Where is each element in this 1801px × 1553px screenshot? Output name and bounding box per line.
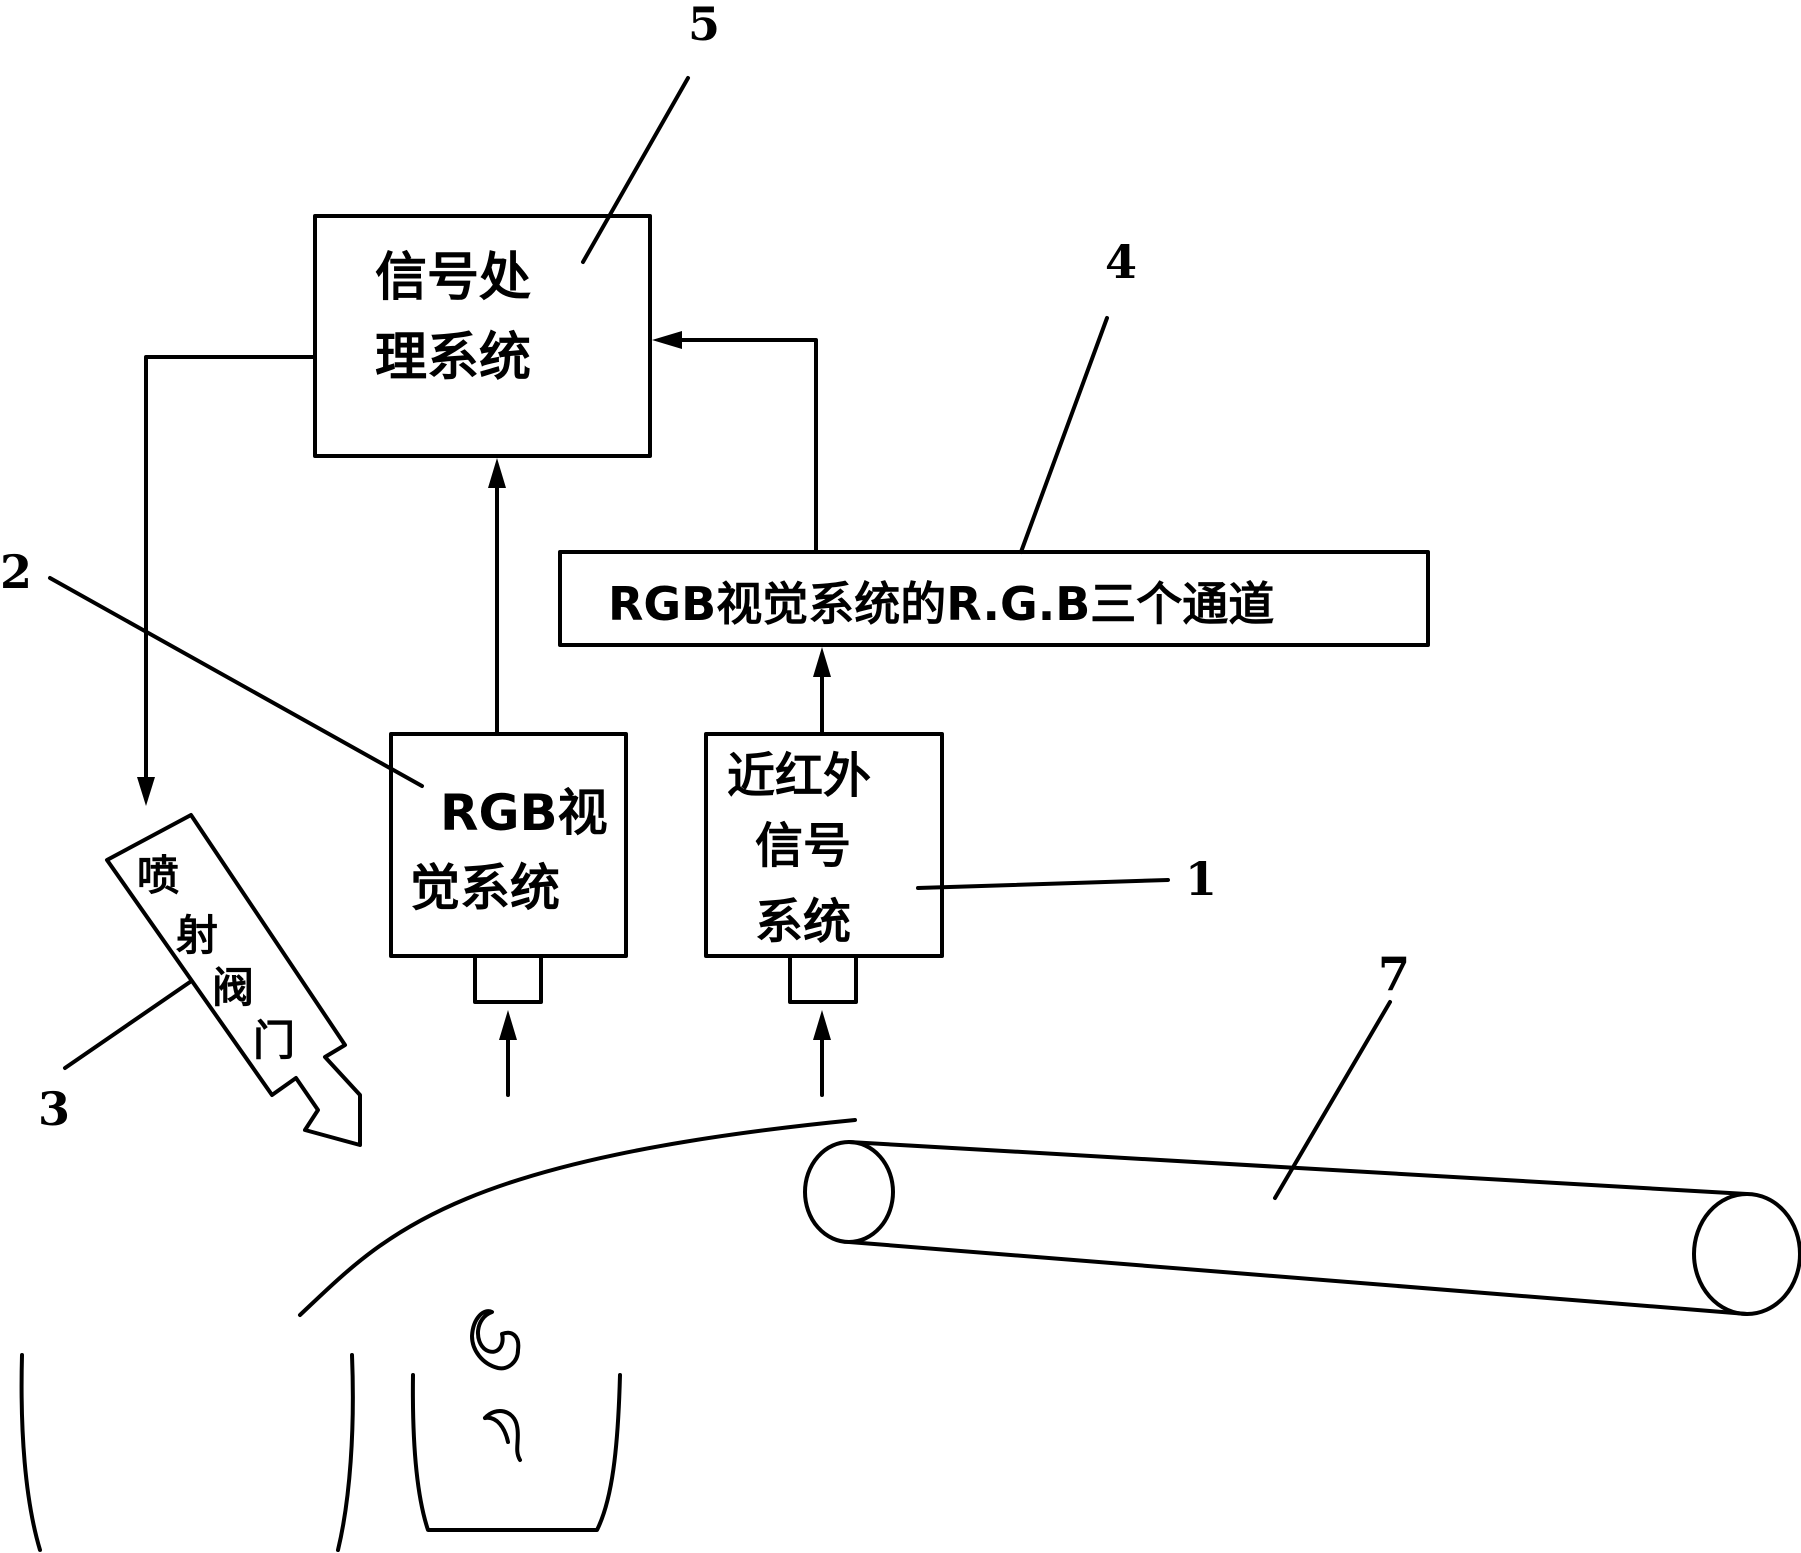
nir-camera-lens bbox=[788, 954, 858, 1004]
reject-bin bbox=[19, 1353, 42, 1552]
rgb-camera-lens bbox=[473, 954, 543, 1004]
processor-to-valve-line bbox=[144, 355, 317, 782]
callout-5-leader bbox=[581, 76, 690, 264]
rgb-channels-label: RGB视觉系统的R.G.B三个通道 bbox=[608, 577, 1274, 631]
rgb-vision-label-line1: RGB视 bbox=[440, 784, 608, 842]
rgb-input-arrowhead bbox=[499, 1010, 517, 1040]
accept-bin bbox=[410, 1373, 622, 1532]
reject-bin-right-wall bbox=[336, 1353, 355, 1552]
signal-processing-box bbox=[313, 214, 652, 458]
callout-7-number: 7 bbox=[1378, 947, 1410, 1001]
conveyor-rear-roller bbox=[1692, 1192, 1801, 1316]
ejector-valve-char1: 喷 bbox=[137, 851, 179, 900]
seed-icon-lower bbox=[483, 1409, 522, 1462]
conveyor-belt-top bbox=[847, 1140, 1749, 1196]
processor-to-valve-arrowhead bbox=[137, 777, 155, 806]
callout-2-leader bbox=[48, 576, 424, 788]
callout-5-number: 5 bbox=[688, 0, 720, 51]
signal-processing-label-line2: 理系统 bbox=[375, 328, 531, 388]
rgb-to-processor-arrowhead bbox=[488, 458, 506, 488]
callout-7-leader bbox=[1273, 1000, 1392, 1200]
rgb-vision-label-line2: 觉系统 bbox=[410, 859, 560, 917]
rgb-vision-box bbox=[389, 732, 628, 958]
signal-processing-label-line1: 信号处 bbox=[375, 248, 531, 308]
nir-input-arrowhead bbox=[813, 1010, 831, 1040]
callout-3-number: 3 bbox=[38, 1082, 70, 1136]
nir-to-channels-arrowhead bbox=[813, 647, 831, 677]
callout-3-leader bbox=[63, 980, 192, 1070]
callout-1-leader bbox=[916, 878, 1170, 890]
channels-to-processor-line bbox=[674, 338, 818, 554]
callout-4-leader bbox=[1019, 316, 1109, 554]
conveyor-front-roller bbox=[803, 1140, 895, 1244]
callout-4-number: 4 bbox=[1105, 235, 1137, 289]
rgb-channels-box bbox=[558, 550, 1430, 647]
ejector-valve-char4: 门 bbox=[253, 1016, 295, 1065]
seed-icon-upper bbox=[470, 1309, 521, 1371]
channels-to-processor-arrowhead bbox=[652, 331, 682, 349]
nir-system-label-line3: 系统 bbox=[755, 894, 851, 950]
callout-2-number: 2 bbox=[0, 545, 32, 599]
material-trajectory-curve bbox=[298, 1118, 857, 1317]
conveyor-belt-bottom bbox=[847, 1240, 1749, 1316]
nir-system-label-line2: 信号 bbox=[755, 818, 851, 874]
ejector-valve-body bbox=[105, 813, 362, 1147]
ejector-valve-char3: 阀 bbox=[212, 963, 254, 1012]
ejector-valve-char2: 射 bbox=[176, 911, 218, 960]
nir-system-label-line1: 近红外 bbox=[727, 748, 871, 804]
callout-1-number: 1 bbox=[1185, 852, 1217, 906]
